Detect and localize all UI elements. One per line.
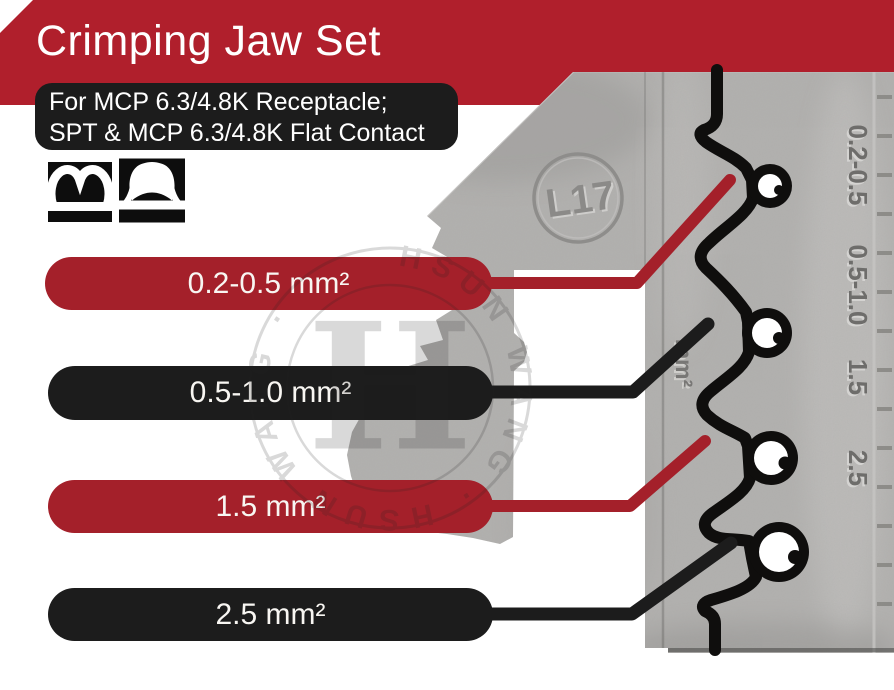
callout-line-2 xyxy=(473,317,715,399)
page-title: Crimping Jaw Set xyxy=(36,17,381,65)
subtitle-line-2: SPT & MCP 6.3/4.8K Flat Contact xyxy=(49,119,425,147)
svg-text:2.5: 2.5 xyxy=(843,450,873,486)
crimp-cavity-1 xyxy=(748,164,792,208)
callout-label: 0.2-0.5 mm² xyxy=(187,266,350,300)
svg-text:0.5-1.0: 0.5-1.0 xyxy=(843,245,873,326)
svg-text:L17: L17 xyxy=(543,173,617,226)
callout-lines xyxy=(473,174,738,621)
callout-label: 1.5 mm² xyxy=(215,489,326,523)
svg-text:0.5-1.0: 0.5-1.0 xyxy=(841,247,871,328)
callout-pill-2.5: 2.5 mm² xyxy=(48,588,493,641)
subtitle-box: For MCP 6.3/4.8K Receptacle; SPT & MCP 6… xyxy=(35,83,458,150)
svg-text:0.2-0.5: 0.2-0.5 xyxy=(843,125,873,206)
callout-pill-1.5: 1.5 mm² xyxy=(48,480,493,533)
open-barrel-crimp-profile-icon xyxy=(48,162,112,222)
crimp-cavity-4 xyxy=(749,522,809,582)
jaw-stamp-l17: L17 L17 xyxy=(532,152,624,244)
engraved-size-markings: 0.2-0.5 0.2-0.5 0.5-1.0 0.5-1.0 1.5 1.5 … xyxy=(841,125,873,489)
callout-line-3 xyxy=(474,435,711,512)
svg-text:L17: L17 xyxy=(545,175,619,228)
callout-label: 0.5-1.0 mm² xyxy=(189,376,352,409)
svg-text:1.5: 1.5 xyxy=(841,361,871,397)
insulated-closed-crimp-profile-icon xyxy=(119,158,185,223)
svg-text:0.2-0.5: 0.2-0.5 xyxy=(841,127,871,208)
crimp-cavity-2 xyxy=(742,308,792,358)
callout-label: 2.5 mm² xyxy=(215,597,326,631)
svg-text:1.5: 1.5 xyxy=(843,359,873,395)
crimp-cavity-3 xyxy=(744,431,798,485)
callout-line-4 xyxy=(473,536,738,621)
callout-pill-0.5-1.0: 0.5-1.0 mm² xyxy=(48,366,493,420)
svg-text:2.5: 2.5 xyxy=(841,452,871,488)
subtitle-line-1: For MCP 6.3/4.8K Receptacle; xyxy=(49,88,388,116)
edge-serrations xyxy=(877,95,892,606)
callout-pill-0.2-0.5: 0.2-0.5 mm² xyxy=(45,257,492,310)
die-profile xyxy=(694,64,809,656)
callout-line-1 xyxy=(474,174,736,289)
